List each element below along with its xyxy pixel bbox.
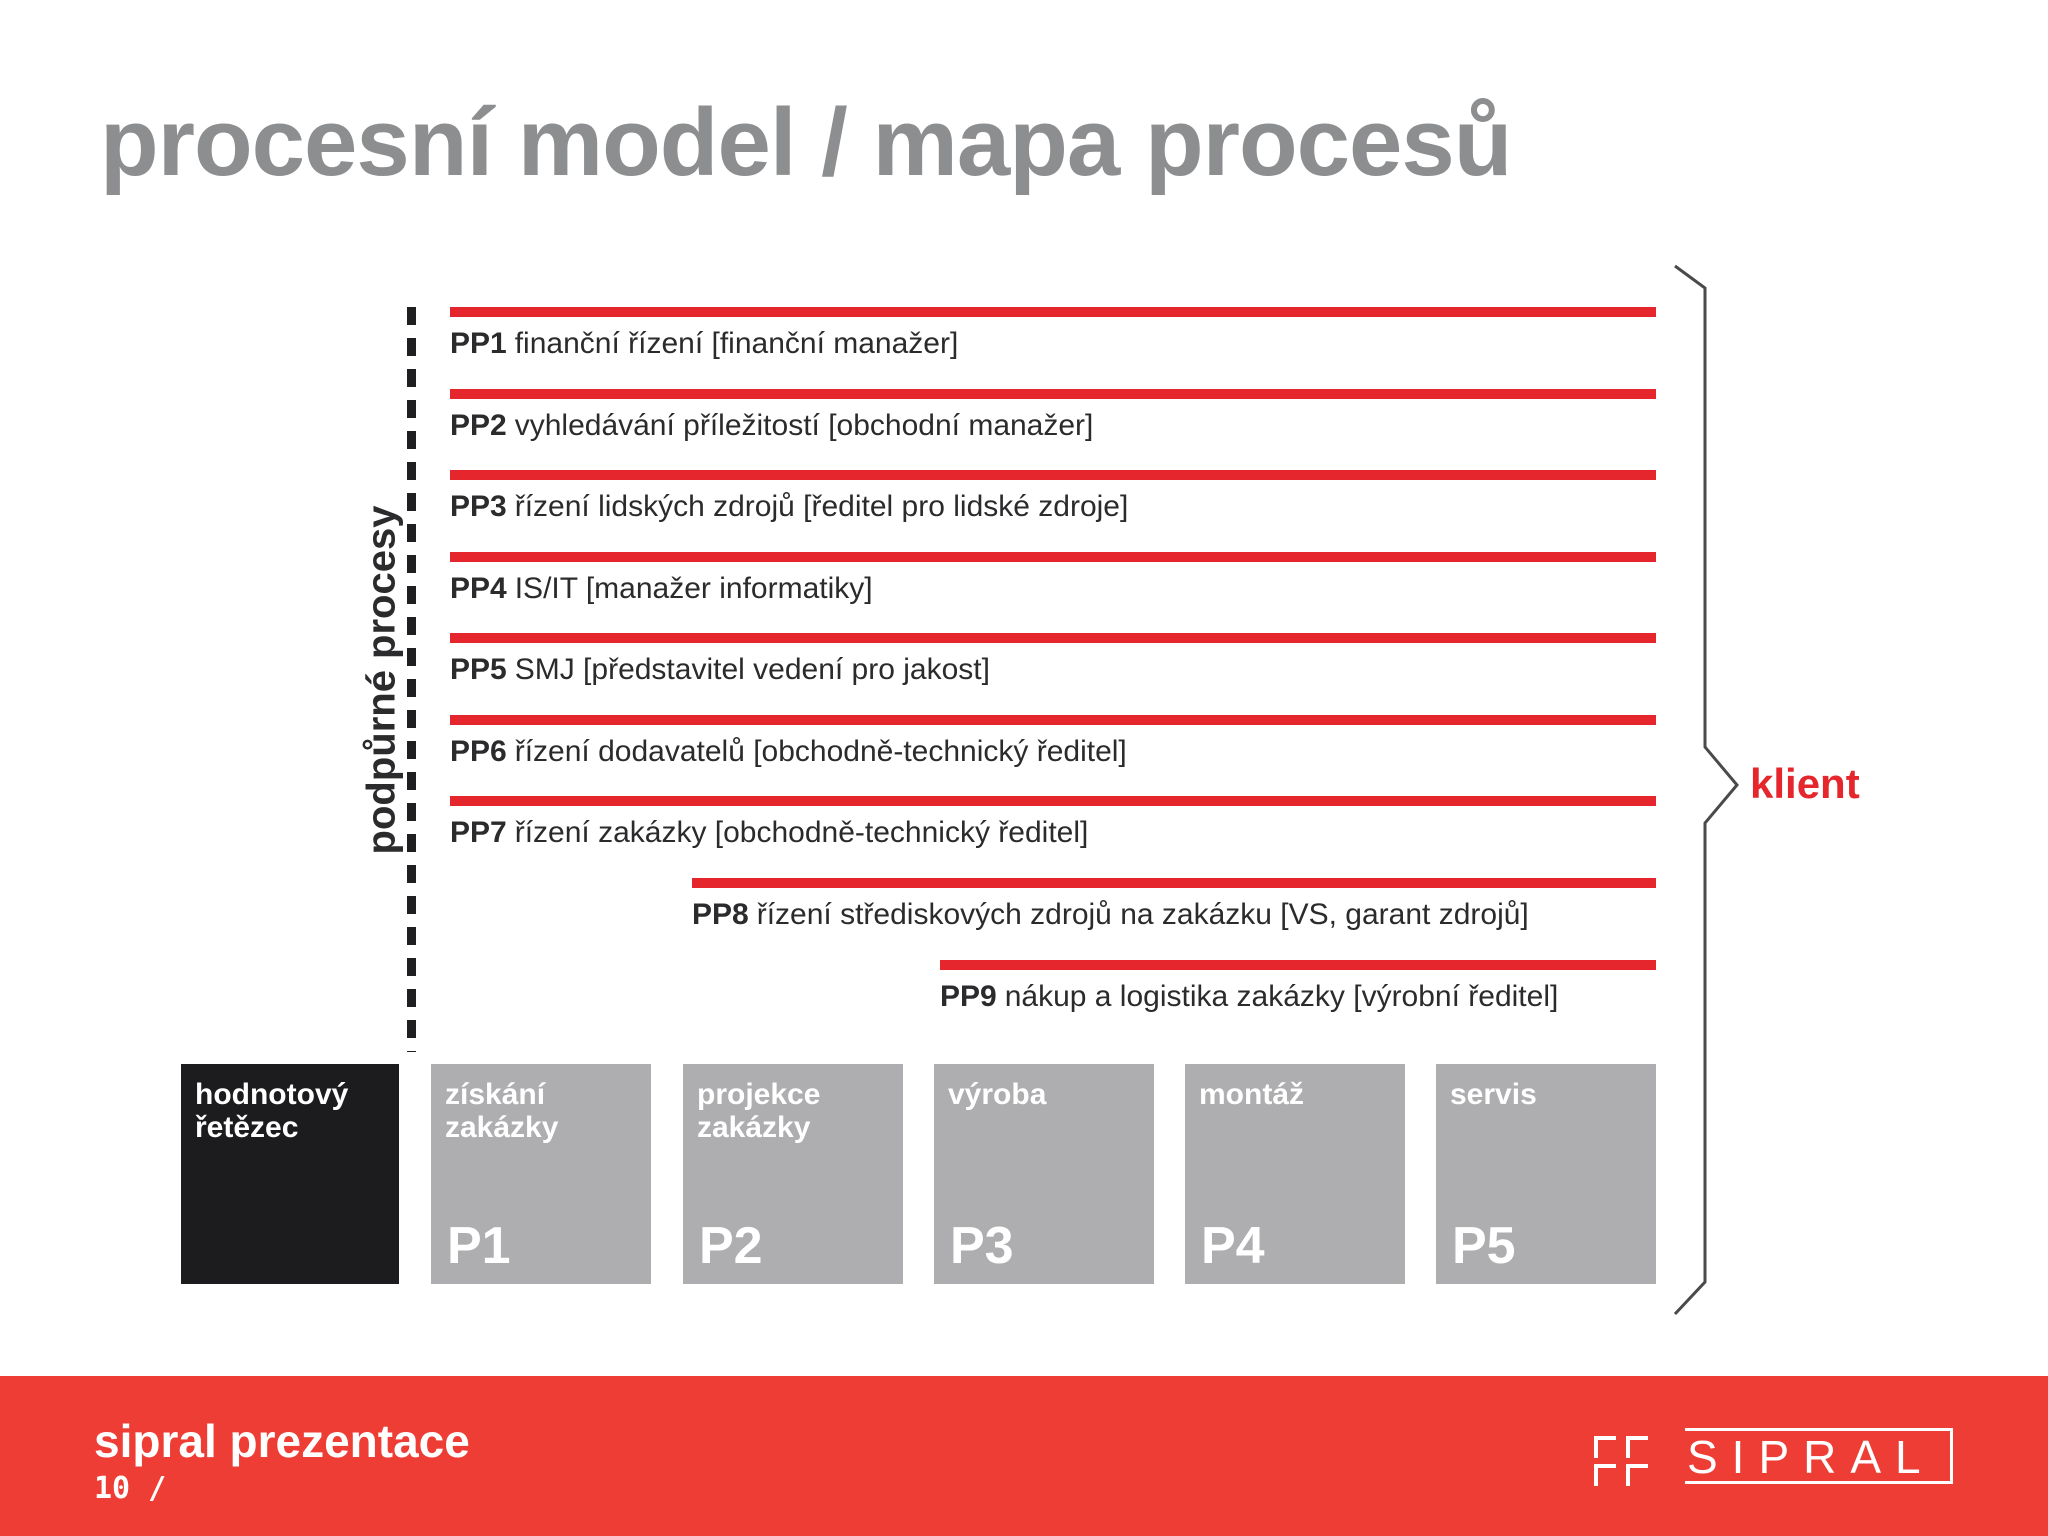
process-name: získání zakázky <box>445 1078 559 1144</box>
dashed-divider <box>407 307 416 1052</box>
process-bar <box>940 960 1656 970</box>
value-chain-process-p1: získání zakázky P1 <box>431 1064 651 1284</box>
value-chain-process-p5: servis P5 <box>1436 1064 1656 1284</box>
process-bar <box>450 633 1656 643</box>
support-processes-label: podpůrné procesy <box>359 505 404 855</box>
curly-brace <box>1673 264 1739 1316</box>
process-bar <box>450 389 1656 399</box>
sipral-logo-icon <box>1594 1436 1648 1486</box>
sipral-logo-text: SIPRAL <box>1685 1428 1953 1484</box>
process-bar <box>450 552 1656 562</box>
value-chain-process-p4: montáž P4 <box>1185 1064 1405 1284</box>
process-bar <box>450 307 1656 317</box>
process-bar <box>450 715 1656 725</box>
process-name: výroba <box>948 1078 1047 1111</box>
footer-title: sipral prezentace <box>94 1415 470 1467</box>
process-code: P5 <box>1452 1217 1516 1275</box>
process-code: P4 <box>1201 1217 1265 1275</box>
value-chain-label: hodnotový řetězec <box>195 1078 349 1144</box>
process-name: servis <box>1450 1078 1537 1111</box>
value-chain-process-p3: výroba P3 <box>934 1064 1154 1284</box>
process-bar <box>692 878 1656 888</box>
page-title: procesní model / mapa procesů <box>100 89 1512 196</box>
process-name: montáž <box>1199 1078 1304 1111</box>
page-number: 10 / <box>94 1471 167 1506</box>
value-chain-process-p2: projekce zakázky P2 <box>683 1064 903 1284</box>
process-code: P1 <box>447 1217 511 1275</box>
process-name: projekce zakázky <box>697 1078 821 1144</box>
footer-bar: sipral prezentace 10 / SIPRAL <box>0 1376 2048 1536</box>
process-code: P3 <box>950 1217 1014 1275</box>
process-bar <box>450 470 1656 480</box>
value-chain-label-box: hodnotový řetězec <box>181 1064 399 1284</box>
process-code: P2 <box>699 1217 763 1275</box>
client-label: klient <box>1750 760 1860 807</box>
process-bar <box>450 796 1656 806</box>
